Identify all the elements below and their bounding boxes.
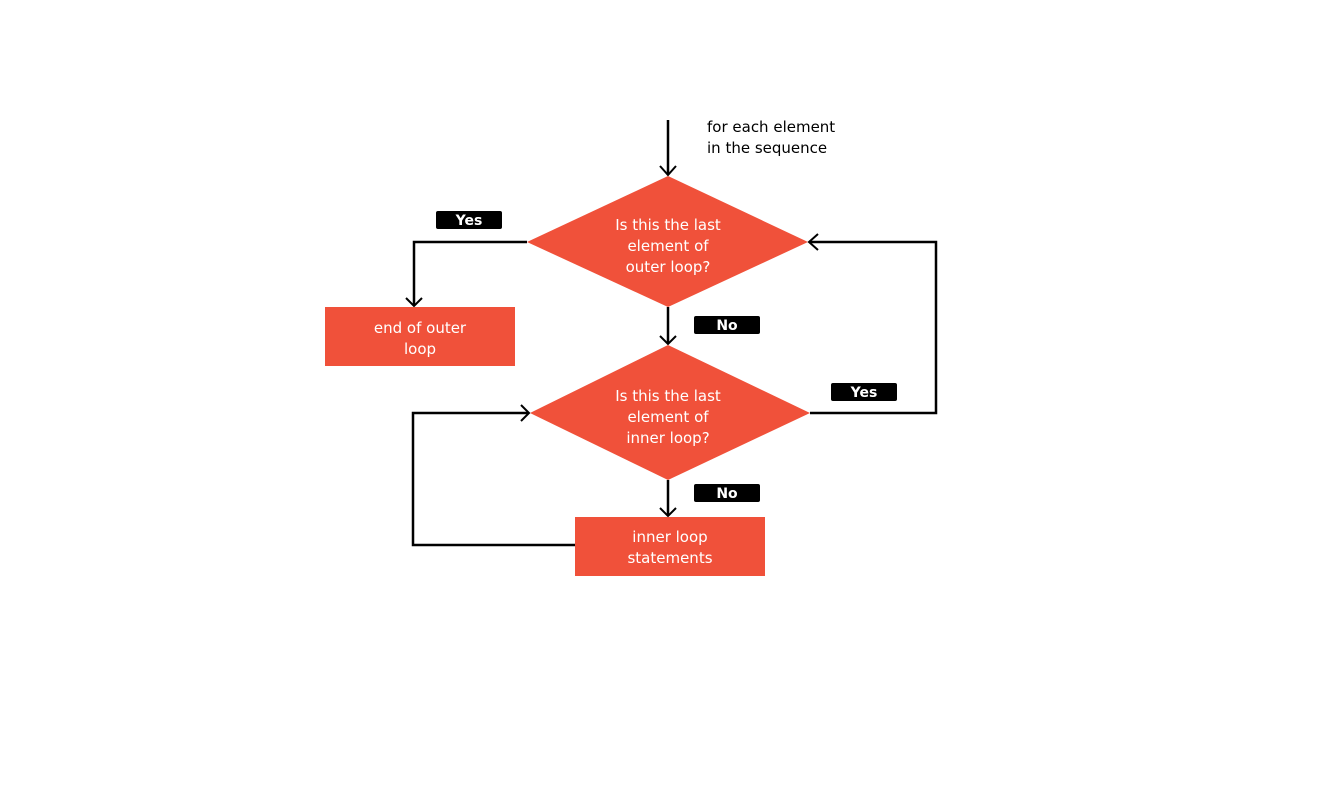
inner-loop-decision: Is this the last element of inner loop? bbox=[530, 345, 810, 480]
inner-yes-label: Yes bbox=[831, 383, 897, 401]
outer-no-label: No bbox=[694, 316, 760, 334]
end-outer-line1: end of outer bbox=[374, 319, 467, 337]
outer-yes-arrow bbox=[405, 240, 527, 308]
inner-no-label: No bbox=[694, 484, 760, 502]
outer-loop-decision: Is this the last element of outer loop? bbox=[527, 176, 808, 307]
entry-text-line1: for each element bbox=[707, 118, 835, 136]
inner-statements-line1: inner loop bbox=[632, 528, 707, 546]
inner-decision-line2: element of bbox=[627, 408, 709, 426]
outer-yes-label: Yes bbox=[436, 211, 502, 229]
inner-yes-text: Yes bbox=[850, 385, 878, 401]
outer-yes-text: Yes bbox=[455, 213, 483, 229]
outer-decision-line1: Is this the last bbox=[615, 216, 721, 234]
inner-no-arrow bbox=[659, 480, 677, 518]
inner-no-text: No bbox=[716, 486, 738, 502]
end-of-outer-loop-box: end of outer loop bbox=[325, 307, 515, 366]
inner-statements-line2: statements bbox=[627, 549, 712, 567]
entry-arrow bbox=[659, 120, 677, 177]
loop-back-arrow bbox=[411, 404, 575, 547]
outer-no-arrow bbox=[659, 307, 677, 346]
entry-text-line2: in the sequence bbox=[707, 139, 827, 157]
inner-decision-line3: inner loop? bbox=[626, 429, 709, 447]
outer-decision-line2: element of bbox=[627, 237, 709, 255]
inner-decision-line1: Is this the last bbox=[615, 387, 721, 405]
end-outer-line2: loop bbox=[404, 340, 436, 358]
inner-loop-statements-box: inner loop statements bbox=[575, 517, 765, 576]
outer-no-text: No bbox=[716, 318, 738, 334]
inner-yes-arrow bbox=[807, 233, 938, 415]
outer-decision-line3: outer loop? bbox=[626, 258, 711, 276]
